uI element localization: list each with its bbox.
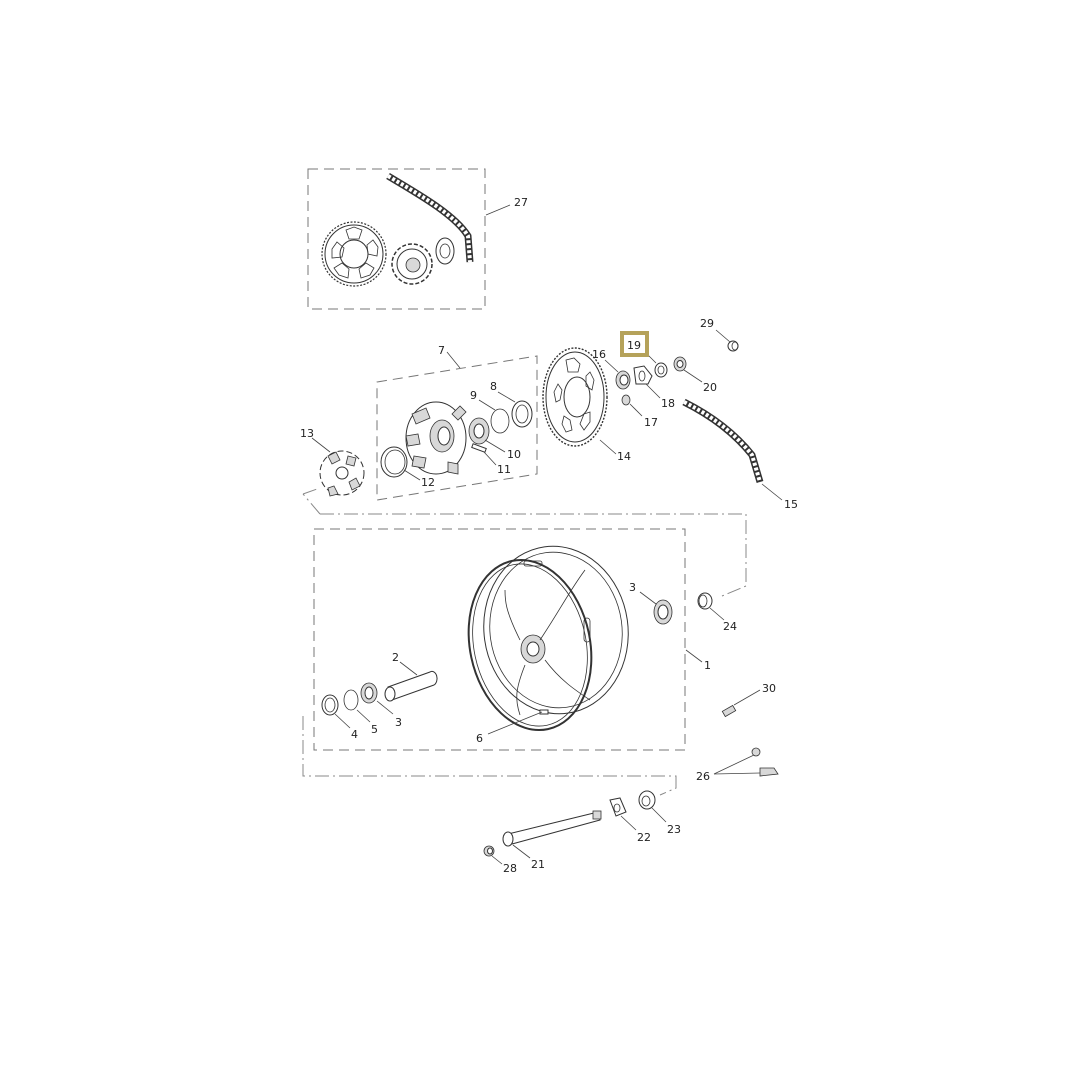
part-26-tpms-sensor[interactable] <box>751 747 779 777</box>
label-24[interactable]: 24 <box>723 620 737 633</box>
part-30-valve[interactable] <box>721 704 737 718</box>
part-18-adjuster-plate[interactable] <box>633 365 653 385</box>
part-5-circlip[interactable] <box>343 689 359 711</box>
sprocket-carrier[interactable] <box>405 401 467 475</box>
part-22-adjuster-block[interactable] <box>609 797 627 817</box>
hub-7-group: 7 12 10 11 <box>376 344 538 501</box>
part-21-axle[interactable] <box>502 810 602 847</box>
part-6-balance-weight[interactable] <box>539 709 549 715</box>
label-3a[interactable]: 3 <box>629 581 636 594</box>
part-10-bearing[interactable] <box>468 417 490 445</box>
part-24-spacer[interactable] <box>697 592 713 610</box>
label-5[interactable]: 5 <box>371 723 378 736</box>
part-9-circlip[interactable] <box>490 408 510 434</box>
label-4[interactable]: 4 <box>351 728 358 741</box>
label-2[interactable]: 2 <box>392 651 399 664</box>
part-16-spacer[interactable] <box>615 370 631 390</box>
kit-chain[interactable] <box>386 172 474 263</box>
part-28-nut[interactable] <box>483 845 495 857</box>
part-29-cap[interactable] <box>727 340 739 352</box>
label-21[interactable]: 21 <box>531 858 545 871</box>
part-4-seal[interactable] <box>321 694 339 716</box>
label-28[interactable]: 28 <box>503 862 517 875</box>
label-7[interactable]: 7 <box>438 344 445 357</box>
kit-front-sprocket[interactable] <box>391 243 433 285</box>
label-9[interactable]: 9 <box>470 389 477 402</box>
part-19-washer[interactable] <box>654 362 668 378</box>
part-14-rear-sprocket[interactable] <box>542 347 608 447</box>
label-14[interactable]: 14 <box>617 450 631 463</box>
label-11[interactable]: 11 <box>497 463 511 476</box>
label-1[interactable]: 1 <box>704 659 711 672</box>
part-15-chain[interactable] <box>682 398 764 483</box>
label-12[interactable]: 12 <box>421 476 435 489</box>
part-3-bearing-left[interactable] <box>360 682 378 704</box>
label-20[interactable]: 20 <box>703 381 717 394</box>
label-3b[interactable]: 3 <box>395 716 402 729</box>
label-18[interactable]: 18 <box>661 397 675 410</box>
label-26[interactable]: 26 <box>696 770 710 783</box>
wheel-1-group: 3 2 3 5 4 6 <box>313 528 711 751</box>
label-10[interactable]: 10 <box>507 448 521 461</box>
highlight-box-19[interactable]: 19 <box>620 331 649 357</box>
rear-wheel[interactable] <box>453 537 639 742</box>
label-27[interactable]: 27 <box>514 196 528 209</box>
part-20-nut[interactable] <box>673 356 687 372</box>
label-30[interactable]: 30 <box>762 682 776 695</box>
label-16[interactable]: 16 <box>592 348 606 361</box>
label-23[interactable]: 23 <box>667 823 681 836</box>
part-23-spacer[interactable] <box>638 790 656 810</box>
part-17-nut[interactable] <box>621 394 631 406</box>
part-2-spacer-tube[interactable] <box>384 670 438 702</box>
label-13[interactable]: 13 <box>300 427 314 440</box>
label-8[interactable]: 8 <box>490 380 497 393</box>
part-13-cush-rubbers[interactable] <box>319 450 365 497</box>
kit-washer[interactable] <box>435 237 455 265</box>
label-17[interactable]: 17 <box>644 416 658 429</box>
label-19[interactable]: 19 <box>627 339 641 352</box>
label-15[interactable]: 15 <box>784 498 798 511</box>
part-12-oring[interactable] <box>380 446 408 478</box>
part-8-seal[interactable] <box>511 400 533 428</box>
kit-27-group: 27 <box>307 168 528 310</box>
part-3-bearing-right[interactable] <box>653 599 673 625</box>
kit-rear-sprocket[interactable] <box>321 221 387 287</box>
label-22[interactable]: 22 <box>637 831 651 844</box>
label-29[interactable]: 29 <box>700 317 714 330</box>
label-6[interactable]: 6 <box>476 732 483 745</box>
part-11-dowel[interactable] <box>471 443 487 453</box>
